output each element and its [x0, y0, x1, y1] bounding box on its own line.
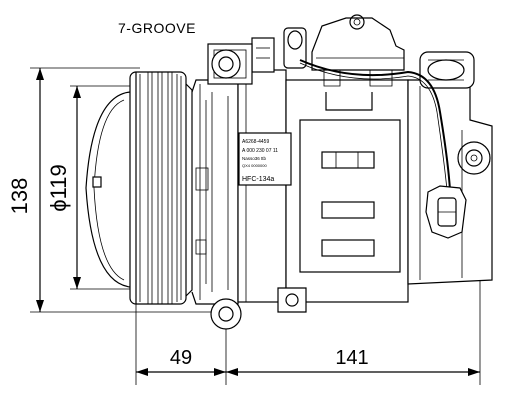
body-length-value: 141 — [335, 347, 368, 369]
identification-plate: A6268-4459 A 000 230 07 11 Nasso36 ttb Q… — [238, 132, 292, 186]
mount-ear-rear — [277, 287, 307, 313]
clutch-hub — [85, 91, 131, 288]
dimension-overall-height: 138 — [7, 67, 218, 313]
service-valve-block — [311, 14, 405, 87]
plate-line-2: A 000 230 07 11 — [242, 148, 278, 154]
sensor-wire — [299, 59, 451, 191]
pulley — [129, 71, 193, 305]
rear-head — [407, 51, 493, 285]
dimension-bottom: 49 141 — [135, 280, 481, 385]
overall-height-value: 138 — [7, 178, 32, 215]
compressor-body — [237, 69, 409, 303]
plate-line-3: Nasso36 ttb — [242, 156, 267, 161]
pulley-offset-value: 49 — [170, 347, 192, 369]
pulley-diameter-value: ϕ119 — [46, 164, 71, 211]
plate-line-1: A6268-4459 — [242, 139, 269, 145]
sensor-plug — [425, 185, 467, 239]
front-housing — [191, 79, 239, 305]
dimension-pulley-diameter: ϕ119 — [46, 85, 130, 290]
groove-label: 7-GROOVE — [118, 20, 196, 36]
mount-ear-front — [210, 49, 242, 330]
plate-refrigerant: HFC-134a — [242, 176, 274, 183]
plate-line-4: QX4 0000000 — [242, 163, 267, 168]
